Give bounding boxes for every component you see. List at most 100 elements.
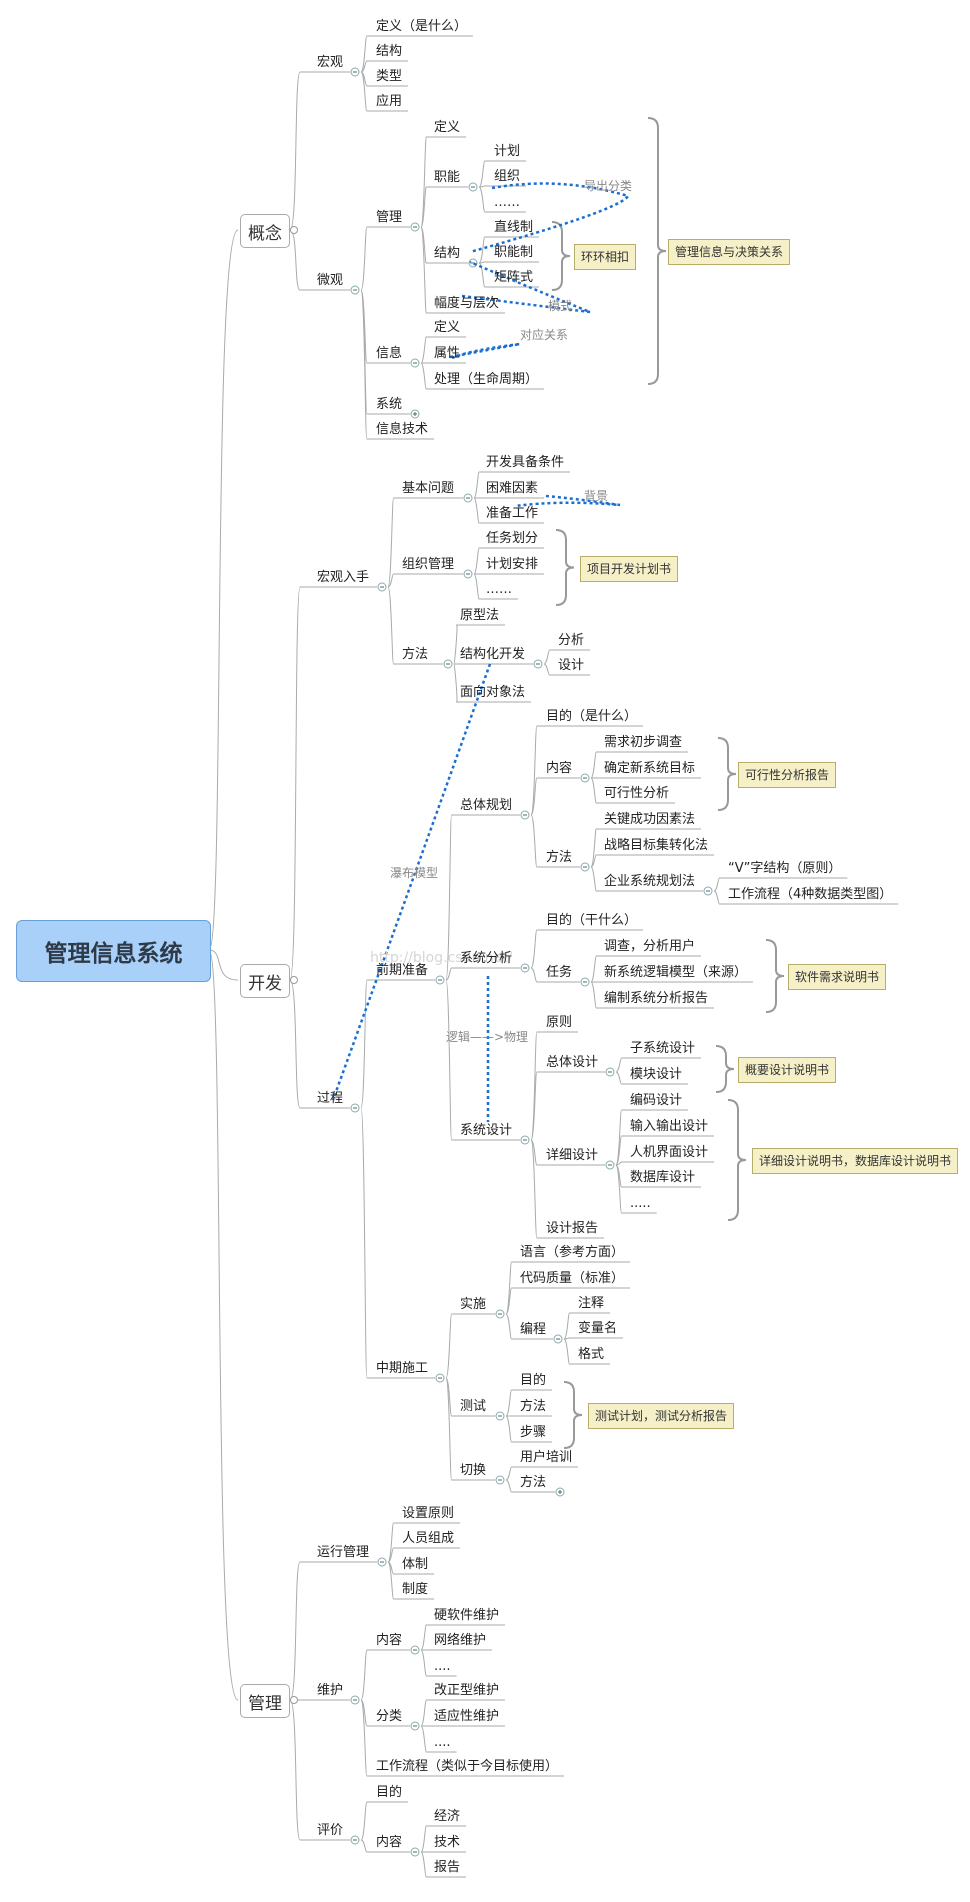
topic-gs[interactable]: 格式 <box>578 1347 605 1362</box>
topic-zn[interactable]: 职能 <box>434 170 461 185</box>
collapse-button-gn[interactable] <box>290 226 298 234</box>
topic-yhpx[interactable]: 用户培训 <box>520 1450 573 1465</box>
callout-n1[interactable]: 管理信息与决策关系 <box>668 239 791 265</box>
topic-nr1[interactable]: 内容 <box>546 761 573 776</box>
topic-zs[interactable]: 注释 <box>578 1296 605 1311</box>
topic-nr3[interactable]: 内容 <box>376 1835 403 1850</box>
topic-yrj[interactable]: 硬软件维护 <box>434 1608 500 1623</box>
topic-mksj[interactable]: 模块设计 <box>630 1067 683 1082</box>
topic-fd[interactable]: 幅度与层次 <box>434 296 500 311</box>
topic-bc[interactable]: 编程 <box>520 1322 547 1337</box>
topic-gzlc2[interactable]: 工作流程（类似于今目标使用） <box>376 1759 559 1774</box>
topic-znz[interactable]: 职能制 <box>494 245 534 260</box>
collapse-button-kf[interactable] <box>290 976 298 984</box>
topic-yz[interactable]: 原则 <box>546 1015 573 1030</box>
topic-zlmb[interactable]: 战略目标集转化法 <box>604 838 709 853</box>
relation-line-2[interactable] <box>461 260 591 314</box>
callout-n6[interactable]: 概要设计说明书 <box>738 1057 837 1083</box>
topic-hg[interactable]: 宏观 <box>317 55 344 70</box>
topic-xqdc[interactable]: 需求初步调查 <box>604 735 683 750</box>
topic-fl[interactable]: 分类 <box>376 1709 403 1724</box>
topic-jzs[interactable]: 矩阵式 <box>494 270 534 285</box>
topic-sx[interactable]: 属性 <box>434 346 461 361</box>
topic-gl2[interactable]: 管理 <box>376 210 403 225</box>
topic-md3[interactable]: 目的 <box>520 1373 547 1388</box>
topic-vzjg[interactable]: “V”字结构（原则） <box>728 861 842 876</box>
topic-xxtlj[interactable]: 新系统逻辑模型（来源） <box>604 965 748 980</box>
topic-gl[interactable]: 管理 <box>240 1684 290 1718</box>
topic-bmsj[interactable]: 编码设计 <box>630 1093 683 1108</box>
root-topic[interactable]: 管理信息系统 <box>16 920 211 982</box>
topic-ztgh[interactable]: 总体规划 <box>460 798 513 813</box>
topic-dd3[interactable]: ..... <box>630 1196 651 1211</box>
topic-js[interactable]: 技术 <box>434 1835 461 1850</box>
topic-sj[interactable]: 设计 <box>558 658 585 673</box>
topic-syx[interactable]: 适应性维护 <box>434 1709 500 1724</box>
topic-zbgz[interactable]: 准备工作 <box>486 506 539 521</box>
topic-sjksj[interactable]: 数据库设计 <box>630 1170 696 1185</box>
topic-dmzl[interactable]: 代码质量（标准） <box>520 1271 625 1286</box>
topic-xdy[interactable]: 定义 <box>434 320 461 335</box>
topic-szyz[interactable]: 设置原则 <box>402 1506 455 1521</box>
topic-bzxt[interactable]: 编制系统分析报告 <box>604 991 709 1006</box>
topic-gzlc[interactable]: 工作流程（4种数据类型图） <box>728 887 893 902</box>
topic-gn[interactable]: 概念 <box>240 214 290 248</box>
topic-yxgl[interactable]: 运行管理 <box>317 1545 370 1560</box>
topic-xtsj[interactable]: 系统设计 <box>460 1123 513 1138</box>
topic-yxf[interactable]: 原型法 <box>460 608 500 623</box>
topic-wlwh[interactable]: 网络维护 <box>434 1633 487 1648</box>
topic-dd1[interactable]: …… <box>494 195 520 210</box>
topic-knys[interactable]: 困难因素 <box>486 481 539 496</box>
topic-gjcg[interactable]: 关键成功因素法 <box>604 812 696 827</box>
topic-bz[interactable]: 步骤 <box>520 1425 547 1440</box>
topic-jj[interactable]: 经济 <box>434 1809 461 1824</box>
relation-line-3[interactable] <box>449 342 521 360</box>
topic-md2[interactable]: 目的（干什么） <box>546 913 638 928</box>
topic-ff2[interactable]: 方法 <box>546 850 573 865</box>
topic-md1[interactable]: 目的（是什么） <box>546 709 638 724</box>
topic-pj[interactable]: 评价 <box>317 1823 344 1838</box>
topic-ff[interactable]: 方法 <box>402 647 429 662</box>
topic-fx[interactable]: 分析 <box>558 633 585 648</box>
topic-jhap[interactable]: 计划安排 <box>486 557 539 572</box>
callout-n3[interactable]: 项目开发计划书 <box>580 555 679 582</box>
topic-rw[interactable]: 任务 <box>546 965 573 980</box>
topic-qh[interactable]: 切换 <box>460 1463 487 1478</box>
topic-ryzc[interactable]: 人员组成 <box>402 1531 455 1546</box>
topic-nr2[interactable]: 内容 <box>376 1633 403 1648</box>
topic-kf[interactable]: 开发 <box>240 964 290 998</box>
topic-yy[interactable]: 语言（参考方面） <box>520 1245 625 1260</box>
topic-zd[interactable]: 制度 <box>402 1582 429 1597</box>
topic-mxdx[interactable]: 面向对象法 <box>460 685 526 700</box>
topic-dd4[interactable]: .... <box>434 1659 451 1674</box>
topic-kfjb[interactable]: 开发具备条件 <box>486 455 565 470</box>
collapse-button-gl[interactable] <box>290 1696 298 1704</box>
topic-wh[interactable]: 维护 <box>317 1683 344 1698</box>
topic-rwhf[interactable]: 任务划分 <box>486 531 539 546</box>
topic-dcfx[interactable]: 调查，分析用户 <box>604 939 696 954</box>
relation-line-1[interactable] <box>469 182 630 254</box>
topic-rjjm[interactable]: 人机界面设计 <box>630 1145 709 1160</box>
topic-ss[interactable]: 实施 <box>460 1297 487 1312</box>
topic-kxxfx[interactable]: 可行性分析 <box>604 786 670 801</box>
topic-gzx[interactable]: 改正型维护 <box>434 1683 500 1698</box>
topic-bg[interactable]: 报告 <box>434 1860 461 1875</box>
topic-blm[interactable]: 变量名 <box>578 1321 618 1336</box>
topic-jbwt[interactable]: 基本问题 <box>402 481 455 496</box>
topic-xx[interactable]: 信息 <box>376 346 403 361</box>
topic-zz[interactable]: 组织 <box>494 169 521 184</box>
topic-xxsj[interactable]: 详细设计 <box>546 1148 599 1163</box>
callout-n2[interactable]: 环环相扣 <box>574 244 637 270</box>
topic-hgrs[interactable]: 宏观入手 <box>317 570 370 585</box>
topic-hg4[interactable]: 应用 <box>376 94 403 109</box>
topic-zqsg[interactable]: 中期施工 <box>376 1361 429 1376</box>
callout-n7[interactable]: 详细设计说明书，数据库设计说明书 <box>752 1148 959 1174</box>
topic-cl[interactable]: 处理（生命周期） <box>434 372 539 387</box>
relation-line-4[interactable] <box>515 494 621 508</box>
topic-tz[interactable]: 体制 <box>402 1557 429 1572</box>
topic-zxz[interactable]: 直线制 <box>494 220 534 235</box>
topic-qdxt[interactable]: 确定新系统目标 <box>604 761 696 776</box>
topic-xxjs[interactable]: 信息技术 <box>376 422 429 437</box>
topic-srsc[interactable]: 输入输出设计 <box>630 1119 709 1134</box>
topic-qqzb[interactable]: 前期准备 <box>376 963 429 978</box>
